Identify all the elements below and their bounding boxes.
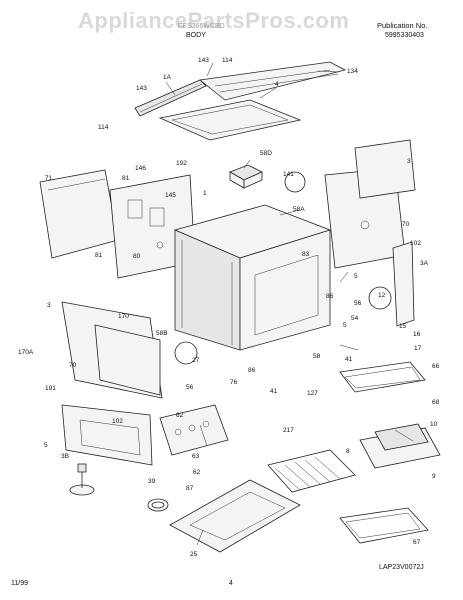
callout-label: 17 — [414, 345, 422, 352]
rear-top-cover-drawing — [199, 61, 347, 101]
detail-circle-drawings — [174, 286, 392, 365]
callout-label: 5 — [354, 273, 358, 280]
callout-label: 170A — [18, 349, 34, 356]
callout-label: 145 — [165, 192, 176, 199]
watermark-text: AppliancePartsPros.com — [78, 8, 350, 33]
callout-label: 4 — [275, 81, 279, 88]
callout-label: 192 — [176, 160, 187, 167]
callout-label: 68 — [432, 399, 440, 406]
callout-label: 81 — [95, 252, 103, 259]
page-number: 4 — [229, 580, 233, 587]
callout-label: 146 — [135, 165, 146, 172]
callout-label: 102 — [410, 240, 421, 247]
callout-label: 54 — [351, 315, 359, 322]
callout-labels: 143 114 1A 4 134 143 114 71 81 146 192 1… — [18, 57, 440, 558]
callout-label: 70 — [402, 221, 410, 228]
bottom-panel-drawing — [169, 479, 301, 553]
callout-label: 86 — [326, 293, 334, 300]
callout-label: 15 — [399, 323, 407, 330]
cord-drawing — [147, 498, 169, 512]
callout-label: 3 — [407, 158, 411, 165]
callout-label: 58B — [156, 330, 168, 337]
model-number: FES366WCBD — [178, 23, 225, 30]
callout-label: 134 — [347, 68, 358, 75]
callout-label: 5 — [343, 322, 347, 329]
leveling-leg-drawing — [69, 463, 95, 496]
callout-label: 3B — [61, 453, 69, 460]
callout-label: 16 — [413, 331, 421, 338]
callout-label: 67 — [413, 539, 421, 546]
publication-label: Publication No. — [377, 21, 428, 30]
left-side-panel-drawing — [39, 169, 119, 259]
callout-label: 86 — [248, 367, 256, 374]
callout-label: 141 — [283, 171, 294, 178]
callout-label: 39 — [148, 478, 156, 485]
callout-label: 1 — [203, 190, 207, 197]
right-upper-panel-drawing — [354, 139, 416, 199]
figure-code: LAP23V0072J — [379, 564, 424, 571]
callout-label: 76 — [230, 379, 238, 386]
callout-label: 71 — [45, 175, 53, 182]
callout-label: 58A — [293, 206, 305, 213]
callout-label: 83 — [302, 251, 310, 258]
broil-element-drawing — [339, 361, 426, 393]
callout-label: 5 — [44, 442, 48, 449]
revision-date: 11/99 — [11, 580, 28, 587]
callout-label: 58 — [313, 353, 321, 360]
callout-label: 191 — [45, 385, 56, 392]
callout-label: 114 — [98, 124, 109, 131]
callout-label: 80 — [133, 253, 141, 260]
callout-label: 170 — [118, 313, 129, 320]
oven-cavity-drawing — [173, 204, 332, 351]
callout-label: 62 — [176, 412, 184, 419]
terminal-block-drawing — [159, 404, 229, 456]
callout-label: 66 — [432, 363, 440, 370]
callout-label: 9 — [432, 473, 436, 480]
section-title: BODY — [186, 32, 206, 39]
callout-label: 70 — [69, 362, 77, 369]
callout-label: 8 — [346, 448, 350, 455]
kick-panel-drawing — [61, 404, 153, 466]
oven-rack-drawing — [267, 449, 356, 493]
callout-label: 143 — [198, 57, 209, 64]
callout-label: 63 — [192, 453, 200, 460]
right-side-bracket-drawing — [392, 241, 415, 327]
leader-lines — [165, 62, 414, 546]
callout-label: 56 — [354, 300, 362, 307]
top-panel-drawing — [158, 99, 302, 141]
callout-label: 41 — [270, 388, 278, 395]
bake-element-drawing — [339, 507, 429, 544]
callout-label: 217 — [283, 427, 294, 434]
callout-label: 56 — [186, 384, 194, 391]
callout-label: 1A — [163, 74, 172, 81]
bracket-1a-drawing — [134, 79, 207, 117]
lower-left-panel-drawing — [61, 301, 163, 399]
callout-label: 41 — [345, 356, 353, 363]
callout-label: 127 — [307, 390, 318, 397]
callout-label: 87 — [186, 485, 194, 492]
callout-label: 114 — [222, 57, 233, 64]
broil-pan-drawing — [359, 423, 441, 469]
vent-grill-drawing — [284, 171, 306, 193]
callout-label: 10 — [430, 421, 438, 428]
callout-label: 27 — [192, 357, 200, 364]
publication-number: 5995330403 — [385, 32, 424, 39]
callout-label: 3 — [47, 302, 51, 309]
callout-label: 58D — [260, 150, 272, 157]
callout-label: 81 — [122, 175, 130, 182]
callout-label: 3A — [420, 260, 429, 267]
callout-label: 102 — [112, 418, 123, 425]
callout-label: 62 — [193, 469, 201, 476]
callout-label: 12 — [378, 292, 386, 299]
callout-label: 143 — [136, 85, 147, 92]
callout-label: 25 — [190, 551, 198, 558]
vent-box-58d-drawing — [229, 164, 263, 189]
